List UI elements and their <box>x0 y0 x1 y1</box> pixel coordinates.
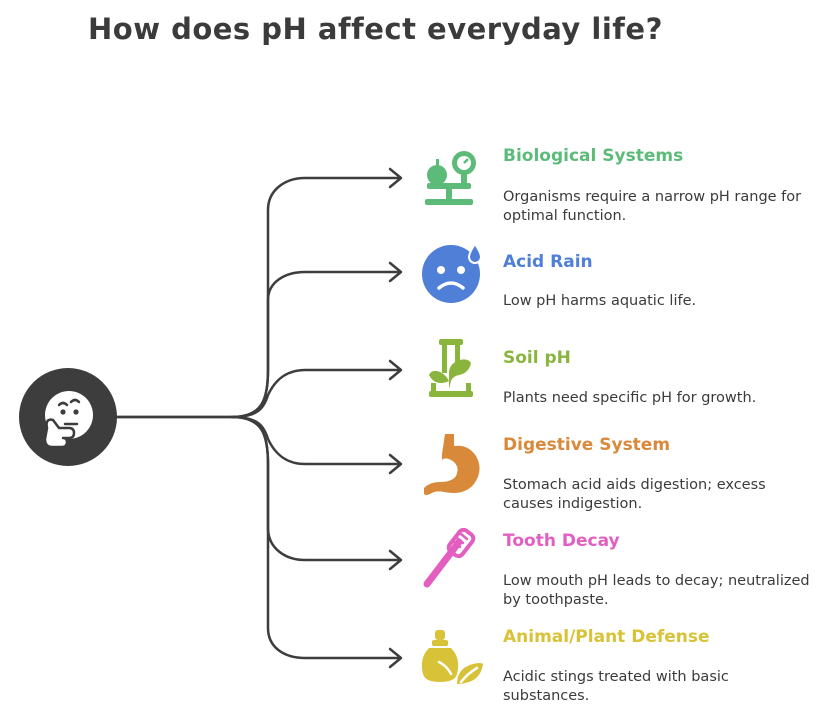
item-title-soil-ph: Soil pH <box>503 348 571 368</box>
item-description-digestive-system: Stomach acid aids digestion; excess caus… <box>503 477 766 512</box>
thinking-face-icon <box>43 391 93 449</box>
item-title-digestive-system: Digestive System <box>503 435 671 455</box>
connector-acid-rain <box>115 270 402 419</box>
item-description-tooth-decay: Low mouth pH leads to decay; neutralized… <box>503 573 810 608</box>
connector-biological-systems <box>115 176 402 419</box>
apple-scale-icon <box>419 147 483 211</box>
page-title: How does pH affect everyday life? <box>88 12 663 46</box>
item-title-tooth-decay: Tooth Decay <box>503 531 620 551</box>
item-description-biological-systems: Organisms require a narrow pH range for … <box>503 189 802 224</box>
item-description-animal-plant-defense: Acidic stings treated with basic substan… <box>503 669 729 704</box>
toothbrush-icon <box>419 528 483 592</box>
plant-test-tube-icon <box>419 337 483 401</box>
item-title-biological-systems: Biological Systems <box>503 146 684 166</box>
sting-remedy-icon <box>419 626 483 690</box>
stomach-icon <box>419 432 483 496</box>
connector-tooth-decay <box>230 415 402 562</box>
connector-animal-plant-defense <box>230 415 402 660</box>
item-title-acid-rain: Acid Rain <box>503 252 593 272</box>
item-description-acid-rain: Low pH harms aquatic life. <box>503 293 697 309</box>
item-title-animal-plant-defense: Animal/Plant Defense <box>503 627 710 647</box>
sad-face-icon <box>419 240 483 304</box>
connector-soil-ph <box>230 368 402 419</box>
item-description-soil-ph: Plants need specific pH for growth. <box>503 390 757 406</box>
thinking-face-hub <box>19 368 117 466</box>
